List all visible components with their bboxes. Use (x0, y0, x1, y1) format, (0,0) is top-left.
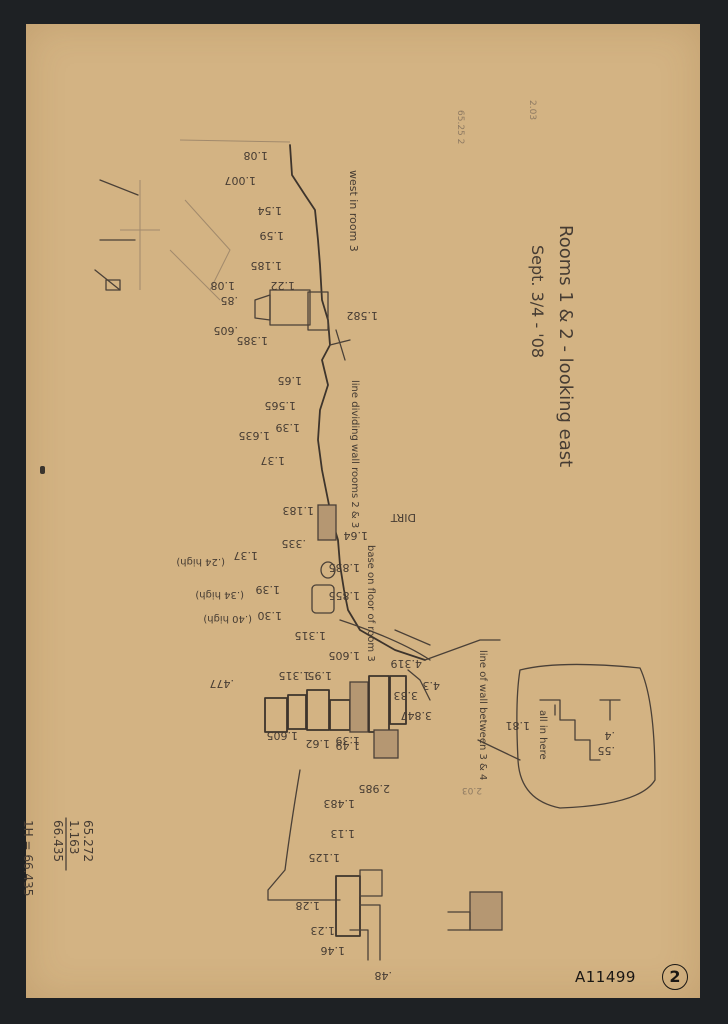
catalog-number: A11499 (575, 968, 636, 986)
elevation-label: .477 (210, 677, 235, 690)
sketch-heading: Rooms 1 & 2 - looking east (555, 225, 576, 467)
elevation-label: 1.13 (331, 827, 356, 840)
heading-group: Rooms 1 & 2 - looking east Sept. 3/4 - '… (528, 225, 576, 467)
elevation-label: 2.985 (359, 782, 391, 795)
elevation-label: 1.23 (311, 924, 336, 937)
base-floor-group: base on floor of room 3 (365, 545, 376, 662)
ink-speck (40, 466, 45, 474)
elevation-label: 4.3 (423, 679, 441, 692)
elevation-label: 1.59 (260, 229, 285, 242)
elevation-label: 1.183 (283, 504, 315, 517)
west-in-room-note: west in room 3 (347, 170, 360, 252)
elevation-label: 1.22 (271, 279, 296, 292)
elevation-label: 1.835 (329, 561, 361, 574)
elevation-label: 1.315 (279, 669, 311, 682)
elevation-label: 3.847 (401, 709, 433, 722)
elevation-label: 1.39 (256, 583, 281, 596)
main-wall-outline (254, 144, 501, 661)
elevation-labels: 1.081.0071.541.591.1851.221.08.85.6051.3… (210, 149, 616, 982)
elevation-label: 1.39 (336, 734, 361, 747)
faint-sketch-upper-left (94, 139, 291, 301)
base-on-floor-note: base on floor of room 3 (365, 545, 376, 662)
elevation-label: 1.08 (211, 279, 236, 292)
elevation-label: 1.49 (336, 739, 361, 752)
elevation-label: 3.33 (394, 689, 419, 702)
elevation-label: 1.483 (324, 797, 356, 810)
level-a-note: (.24 high) (176, 556, 225, 567)
elevation-label: 1.605 (267, 729, 299, 742)
elevation-label: 1.185 (251, 259, 283, 272)
elevation-label: 1.582 (347, 309, 379, 322)
level-b-note: (.34 high) (195, 589, 244, 600)
elevation-label: 1.37 (234, 549, 259, 562)
scribble-a: 65.25 2 (455, 110, 465, 144)
dividing-wall-group: line dividing wall rooms 2 & 3 (349, 380, 360, 528)
level-c-note: (.40 high) (203, 613, 252, 624)
elevation-label: .48 (375, 969, 393, 982)
dividing-wall-note: line dividing wall rooms 2 & 3 (349, 380, 360, 528)
elevation-label: 1.007 (225, 174, 257, 187)
elevation-label: 1.855 (329, 589, 361, 602)
elevation-label: 1.46 (321, 944, 346, 957)
sketch-date: Sept. 3/4 - '08 (528, 245, 547, 358)
elevation-label: 1.605 (329, 649, 361, 662)
elevation-label: .55 (598, 744, 616, 757)
elevation-label: .335 (282, 537, 307, 550)
dirt-note: DIRT (390, 511, 416, 524)
line-of-wall-group: line of wall between 3 & 4 (477, 650, 488, 780)
bottom-structure (267, 769, 503, 961)
elevation-label: 1.565 (265, 399, 297, 412)
west-note-group: west in room 3 (347, 170, 360, 252)
page-number: 2 (662, 964, 688, 990)
elevation-label: 1.95 (308, 669, 333, 682)
lower-block-cluster (264, 669, 431, 759)
elevation-label: 1.635 (239, 429, 271, 442)
calculation-group: 65.272 1.163 66.435 1H = 66.435 (21, 817, 95, 896)
drawing-sheet (26, 24, 700, 998)
elevation-label: 4.319 (391, 657, 423, 670)
elevation-label: 1.385 (237, 334, 269, 347)
inset-sketch-box (477, 663, 656, 809)
scribble-group: 65.25 2 (455, 110, 465, 144)
elevation-label: .4 (605, 729, 616, 742)
calc-b: 1.163 (67, 820, 81, 854)
scribble-b-group: 2.03 (527, 100, 537, 120)
elevation-label: 1.39 (276, 421, 301, 434)
elevation-label: 1.81 (506, 719, 531, 732)
all-in-here-group: all in here (537, 710, 548, 760)
elevation-label: 1.37 (261, 454, 286, 467)
scribble-b: 2.03 (527, 100, 537, 120)
elevation-label: .605 (214, 324, 239, 337)
elevation-label: 1.30 (258, 609, 283, 622)
elevation-label: 1.315 (295, 629, 327, 642)
elevation-label: 1.62 (306, 737, 331, 750)
elevation-label: 1.65 (278, 374, 303, 387)
bottom-stroke: 2.03 (462, 785, 482, 795)
elevation-label: 1.08 (244, 149, 269, 162)
elevation-label: 1.54 (258, 204, 283, 217)
calc-result: 1H = 66.435 (21, 820, 35, 896)
calc-a: 65.272 (81, 820, 95, 862)
calc-c: 66.435 (51, 820, 65, 862)
elevation-label: 1.64 (344, 529, 369, 542)
elevation-label: 1.125 (309, 851, 341, 864)
elevation-label: 1.28 (296, 899, 321, 912)
elevation-label: .85 (221, 294, 239, 307)
line-of-wall-note: line of wall between 3 & 4 (477, 650, 488, 780)
all-in-here-note: all in here (537, 710, 548, 760)
